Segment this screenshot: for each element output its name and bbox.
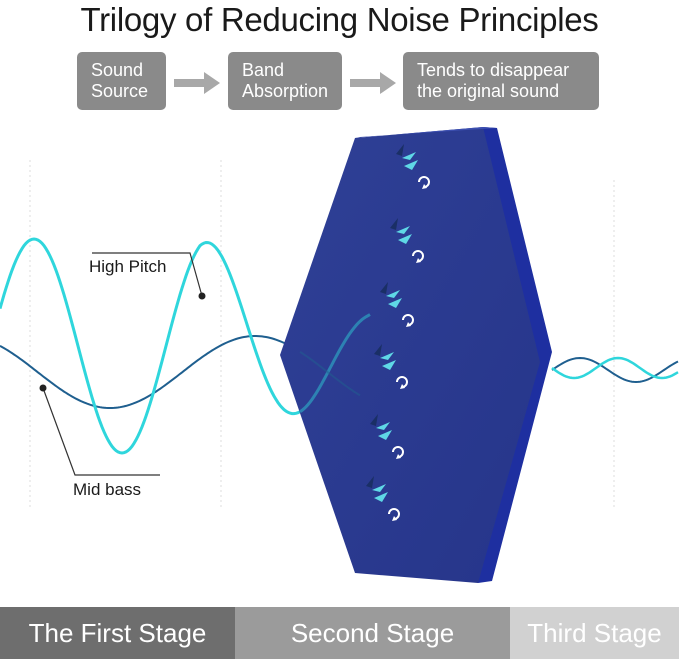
absorption-arrow-icon (366, 476, 388, 502)
swirl-icon (402, 314, 414, 327)
flow-step-disappear: Tends to disappear the original sound (403, 52, 599, 110)
mid-bass-dot (39, 384, 47, 392)
waves-outgoing (551, 356, 679, 384)
absorption-arrow-icon (370, 414, 392, 440)
flow-step-band-absorption: Band Absorption (228, 52, 342, 110)
flow-step-line: Absorption (242, 81, 329, 101)
flow-step-line: Band (242, 60, 285, 80)
swirl-icon (388, 508, 400, 521)
mid-bass-leader (42, 387, 160, 476)
absorption-arrow-icon (396, 144, 418, 170)
absorption-arrow-icon (374, 344, 396, 370)
flow-step-sound-source: Sound Source (77, 52, 166, 110)
high-pitch-wave-out (551, 356, 679, 380)
high-pitch-dot (198, 292, 206, 300)
stage-third: Third Stage (510, 607, 679, 659)
mid-bass-label: Mid bass (73, 480, 142, 499)
high-pitch-wave-fade (299, 313, 371, 413)
high-pitch-wave (0, 237, 301, 455)
arrow-right-icon (174, 72, 220, 94)
mid-bass-wave-fade (299, 350, 361, 397)
stage-first: The First Stage (0, 607, 235, 659)
flow-step-line: Sound (91, 60, 144, 80)
high-pitch-leader (92, 252, 203, 297)
absorption-icons (366, 144, 430, 521)
flow-step-line: Tends to disappear (417, 60, 570, 80)
page-title: Trilogy of Reducing Noise Principles (80, 1, 599, 38)
absorption-arrow-icon (390, 218, 412, 244)
flow-step-line: Source (91, 81, 149, 101)
arrow-right-icon (350, 72, 396, 94)
swirl-icon (412, 250, 424, 263)
acoustic-panel (280, 127, 552, 583)
mid-bass-wave-out (551, 356, 679, 384)
waves-incoming (0, 237, 301, 455)
stage-second: Second Stage (235, 607, 510, 659)
waves-over-panel (299, 313, 371, 413)
noise-diagram (0, 127, 679, 583)
swirl-icon (392, 446, 404, 459)
swirl-icon (396, 376, 408, 389)
swirl-icon (418, 176, 430, 189)
panel-face (280, 127, 540, 583)
flow-step-line: the original sound (417, 81, 560, 101)
absorption-arrow-icon (380, 282, 402, 308)
panel-top-edge (355, 127, 497, 138)
high-pitch-label: High Pitch (89, 257, 167, 276)
